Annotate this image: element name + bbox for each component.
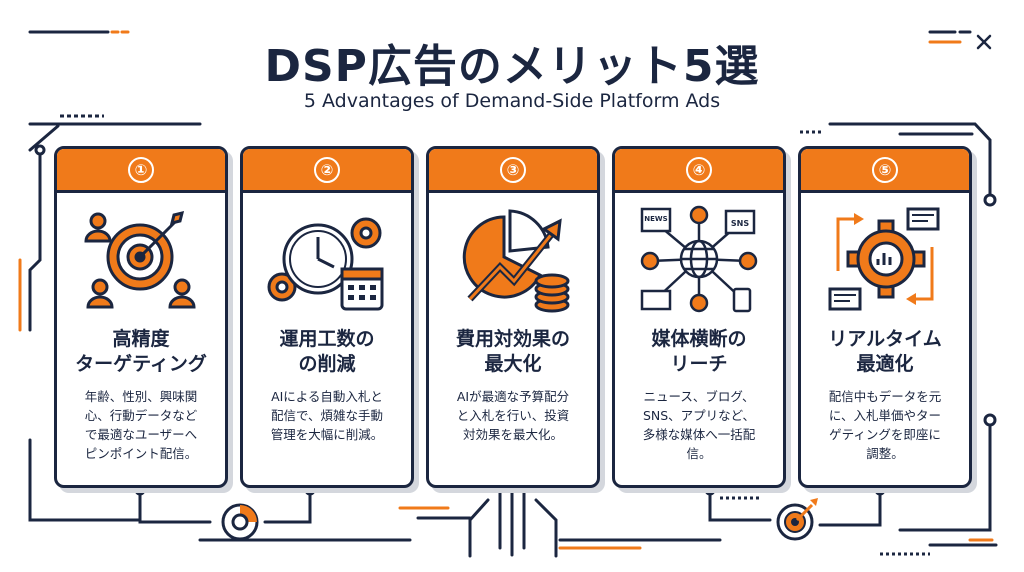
- card-header: ⑤: [801, 149, 969, 193]
- card-desc-line: 対効果を最大化。: [462, 427, 563, 442]
- card-header: ③: [429, 149, 597, 193]
- card-title-line: ターゲティング: [75, 353, 207, 375]
- news-label: NEWS: [644, 215, 667, 223]
- card-title: 高精度 ターゲティング: [61, 327, 221, 377]
- card-desc-line: に、入札単価やター: [828, 408, 942, 423]
- card-title-line: の削減: [298, 353, 356, 375]
- card-desc-line: ゲティングを即座に: [829, 427, 941, 442]
- card-desc-line: AIによる自動入札と: [271, 389, 383, 404]
- card-number: ③: [500, 156, 526, 183]
- card-desc-line: SNS、アプリなど、: [642, 408, 756, 423]
- advantage-card-1: ① 高精度: [54, 146, 228, 488]
- card-desc-line: ピンポイント配信。: [84, 446, 198, 461]
- card-title-line: 運用工数の: [279, 328, 375, 350]
- card-description: 配信中もデータを元 に、入札単価やター ゲティングを即座に 調整。: [807, 387, 963, 463]
- card-title-line: 媒体横断の: [651, 328, 747, 350]
- card-title: 媒体横断の リーチ: [619, 327, 779, 377]
- card-desc-line: AIが最適な予算配分: [456, 389, 570, 404]
- card-desc-line: 多様な媒体へ一括配: [642, 427, 756, 442]
- target-audience-icon: [84, 210, 196, 309]
- card-title-line: リアルタイム: [828, 328, 942, 350]
- card-title: リアルタイム 最適化: [805, 327, 965, 377]
- page-subtitle: 5 Advantages of Demand-Side Platform Ads: [303, 90, 721, 112]
- card-desc-line: 心、行動データなど: [84, 408, 198, 423]
- card-number: ②: [314, 156, 340, 183]
- card-title-line: リーチ: [670, 353, 728, 375]
- card-number: ①: [128, 156, 154, 183]
- card-header: ②: [243, 149, 411, 193]
- card-title-line: 最大化: [484, 353, 542, 375]
- card-title: 費用対効果の 最大化: [433, 327, 593, 377]
- page-title: DSP広告のメリット5選: [264, 41, 760, 92]
- card-title-line: 費用対効果の: [455, 328, 570, 350]
- card-header: ①: [57, 149, 225, 193]
- card-desc-line: 配信中もデータを元: [828, 389, 942, 404]
- card-number: ④: [686, 156, 712, 183]
- advantage-card-3: ③ 費用対効果の 最大化 AIが最適な予算: [426, 146, 600, 488]
- realtime-gear-cycle-icon: [828, 207, 940, 311]
- card-number: ⑤: [872, 156, 898, 183]
- sns-label: SNS: [731, 219, 749, 228]
- card-title-line: 最適化: [856, 353, 914, 375]
- card-header: ④: [615, 149, 783, 193]
- card-desc-line: 調整。: [866, 446, 904, 461]
- card-desc-line: ニュース、ブログ、: [643, 389, 755, 404]
- clock-gear-calendar-icon: [267, 217, 384, 311]
- advantage-card-2: ②: [240, 146, 414, 488]
- pie-chart-growth-coins-icon: [462, 209, 570, 313]
- advantage-card-4: ④: [612, 146, 786, 488]
- media-network-globe-icon: NEWS SNS: [640, 205, 758, 313]
- card-desc-line: 信。: [686, 446, 712, 461]
- card-desc-line: 配信で、煩雑な手動: [270, 408, 383, 423]
- card-desc-line: と入札を行い、投資: [456, 408, 570, 423]
- card-title: 運用工数の の削減: [247, 327, 407, 377]
- card-description: ニュース、ブログ、 SNS、アプリなど、 多様な媒体へ一括配 信。: [621, 387, 777, 463]
- card-desc-line: 年齢、性別、興味関: [84, 389, 198, 404]
- card-desc-line: で最適なユーザーへ: [84, 427, 198, 442]
- advantage-cards: ① 高精度: [54, 146, 972, 490]
- card-title-line: 高精度: [112, 328, 170, 350]
- card-description: AIが最適な予算配分 と入札を行い、投資 対効果を最大化。: [435, 387, 591, 444]
- card-desc-line: 管理を大幅に削減。: [270, 427, 384, 442]
- advantage-card-5: ⑤: [798, 146, 972, 488]
- card-description: 年齢、性別、興味関 心、行動データなど で最適なユーザーへ ピンポイント配信。: [63, 387, 219, 463]
- card-description: AIによる自動入札と 配信で、煩雑な手動 管理を大幅に削減。: [249, 387, 405, 444]
